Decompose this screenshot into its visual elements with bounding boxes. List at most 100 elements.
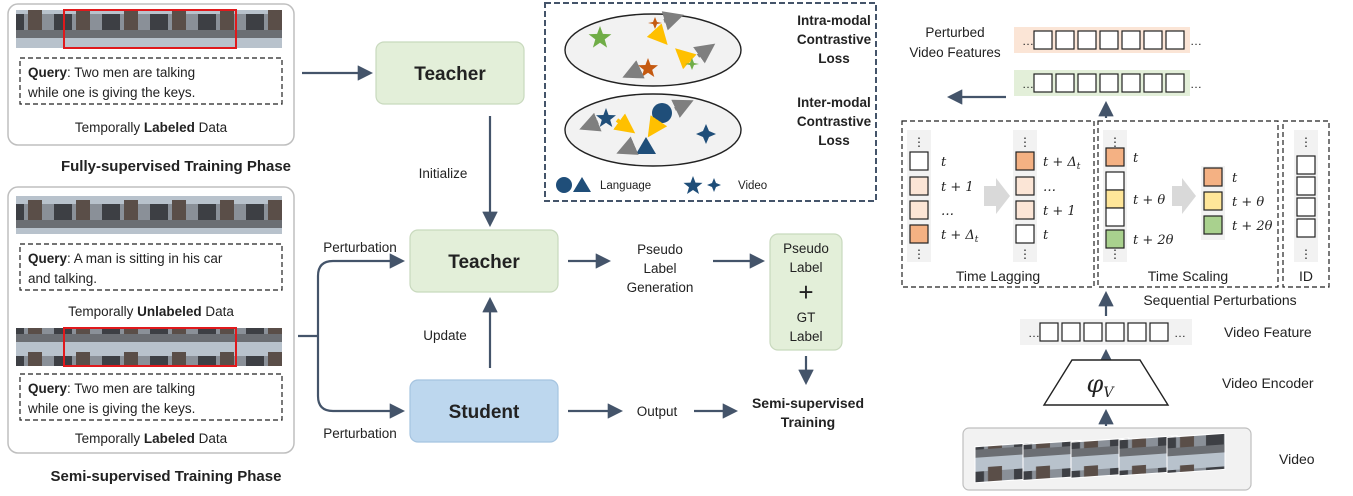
perturbed-cells-green: ……: [1022, 73, 1202, 93]
gray-arrow-6: [671, 99, 694, 118]
scale-left-cell-3: [1105, 189, 1125, 209]
row-c-cell: [1061, 322, 1081, 342]
query-text-2b: and talking.: [28, 271, 97, 286]
legend-triangle-icon: [573, 177, 591, 192]
query-box-3: [19, 373, 283, 421]
teacher-box-mid: [409, 229, 559, 293]
id-cell-3: [1296, 197, 1316, 217]
lag-right-cell-3: [1015, 200, 1035, 220]
semi-training-1: Semi-supervised: [752, 395, 864, 411]
label-box-2: Label: [789, 260, 822, 275]
intra-label-1: Intra-modal: [797, 13, 871, 28]
gray-arrow-1: [661, 11, 684, 31]
row-b-cell: [1077, 73, 1097, 93]
row-b-cell: [1055, 73, 1075, 93]
inter-label-3: Loss: [818, 133, 850, 148]
scale-left-cell-4: [1105, 207, 1125, 227]
scale-left-cell-5: [1105, 229, 1125, 249]
lag-right-label-3: t + 1: [1043, 204, 1076, 219]
lag-left-cell-4: [909, 224, 929, 244]
legend-video: Video: [738, 180, 767, 192]
ground-truth-moment-box-3: [63, 327, 237, 367]
id-box: [1282, 120, 1330, 288]
gray-arrow-3: [622, 60, 645, 79]
row-c-cell: [1083, 322, 1103, 342]
caption-unlabeled: Temporally Unlabeled Data: [68, 304, 234, 319]
yellow-arrow-4: [647, 115, 668, 138]
encoder-symbol: φV: [1087, 370, 1116, 401]
scale-left-label-1: t: [1133, 151, 1139, 166]
scale-right-label-2: t + θ: [1232, 195, 1264, 210]
teacher-box-top: [375, 41, 525, 105]
legend-star-icon: [683, 176, 703, 194]
lag-left-cell-3: [909, 200, 929, 220]
triangle-navy: [636, 137, 656, 154]
row-c-cell: [1149, 322, 1169, 342]
gray-arrow-5: [616, 136, 639, 155]
caption-labeled-3: Temporally Labeled Data: [75, 431, 228, 446]
output-label: Output: [637, 404, 678, 419]
video-label: Video: [1279, 451, 1315, 467]
scale-left-vdots-top: ⋮: [1109, 135, 1121, 149]
perturbed-cells-orange: ……: [1022, 30, 1202, 50]
legend-sparkle-icon: [707, 178, 721, 192]
row-a-cell: [1165, 30, 1185, 50]
sequential-perturbations-label: Sequential Perturbations: [1143, 292, 1296, 308]
semi-training-2: Training: [781, 414, 835, 430]
perturbation-bottom-label: Perturbation: [323, 426, 397, 441]
lag-left-cell-2: [909, 176, 929, 196]
lag-left-vdots-bottom: ⋮: [913, 247, 925, 261]
label-box-plus: +: [798, 277, 813, 307]
legend-circle-icon: [556, 177, 572, 193]
inter-label-1: Inter-modal: [797, 95, 871, 110]
sparkle-orange: [648, 17, 662, 29]
query-text-1b: while one is giving the keys.: [27, 85, 195, 100]
scale-left-label-3: t + 2θ: [1133, 233, 1174, 248]
contrastive-loss-box: [544, 2, 877, 202]
query-text-2: Query: A man is sitting in his car: [28, 251, 223, 266]
query-text-3b: while one is giving the keys.: [27, 401, 195, 416]
circle-navy: [652, 103, 672, 123]
lag-transform-arrow: [984, 178, 1010, 214]
id-label: ID: [1299, 268, 1313, 284]
row-c-cell: [1039, 322, 1059, 342]
video-frames-strip-3: [16, 328, 282, 366]
video-feature-cells: ……: [1028, 322, 1186, 342]
video-feature-label: Video Feature: [1224, 324, 1312, 340]
intra-label-3: Loss: [818, 51, 850, 66]
lag-right-label-4: t: [1043, 228, 1049, 243]
row-c-ellipsis-right: …: [1174, 326, 1186, 340]
initialize-label: Initialize: [419, 166, 468, 181]
video-frames-strip-2: [16, 196, 282, 234]
row-a-cell: [1077, 30, 1097, 50]
lag-right-label-1: t + Δt: [1043, 155, 1081, 172]
row-a-cell: [1121, 30, 1141, 50]
row-a-cell: [1033, 30, 1053, 50]
scale-left-cell-1: [1105, 147, 1125, 167]
video-frames-strip-1: [16, 10, 282, 48]
video-frames-stack: [974, 432, 1226, 484]
id-vdots-bottom: ⋮: [1300, 247, 1312, 261]
time-scaling-box: [1097, 120, 1279, 288]
panel-semi-supervised-data: [7, 186, 295, 454]
scale-right-cell-1: [1203, 167, 1223, 187]
lag-right-cell-1: [1015, 151, 1035, 171]
yellow-arrow-3: [613, 113, 636, 134]
arrow-perturbation-top: [316, 253, 406, 336]
row-c-cell: [1105, 322, 1125, 342]
time-scaling-label: Time Scaling: [1148, 268, 1228, 284]
scale-left-cell-2: [1105, 171, 1125, 191]
pseudo-gen-1: Pseudo: [637, 242, 683, 257]
row-a-cell: [1099, 30, 1119, 50]
student-label: Student: [449, 402, 520, 423]
gray-arrow-4: [579, 112, 602, 132]
yellow-arrow-2: [675, 48, 697, 70]
id-cell-4: [1296, 218, 1316, 238]
label-box-4: Label: [789, 329, 822, 344]
row-a-ellipsis-right: …: [1190, 34, 1202, 48]
caption-labeled-1: Temporally Labeled Data: [75, 120, 228, 135]
id-vdots-top: ⋮: [1300, 135, 1312, 149]
update-label: Update: [423, 328, 467, 343]
row-b-cell: [1143, 73, 1163, 93]
row-b-cell: [1165, 73, 1185, 93]
